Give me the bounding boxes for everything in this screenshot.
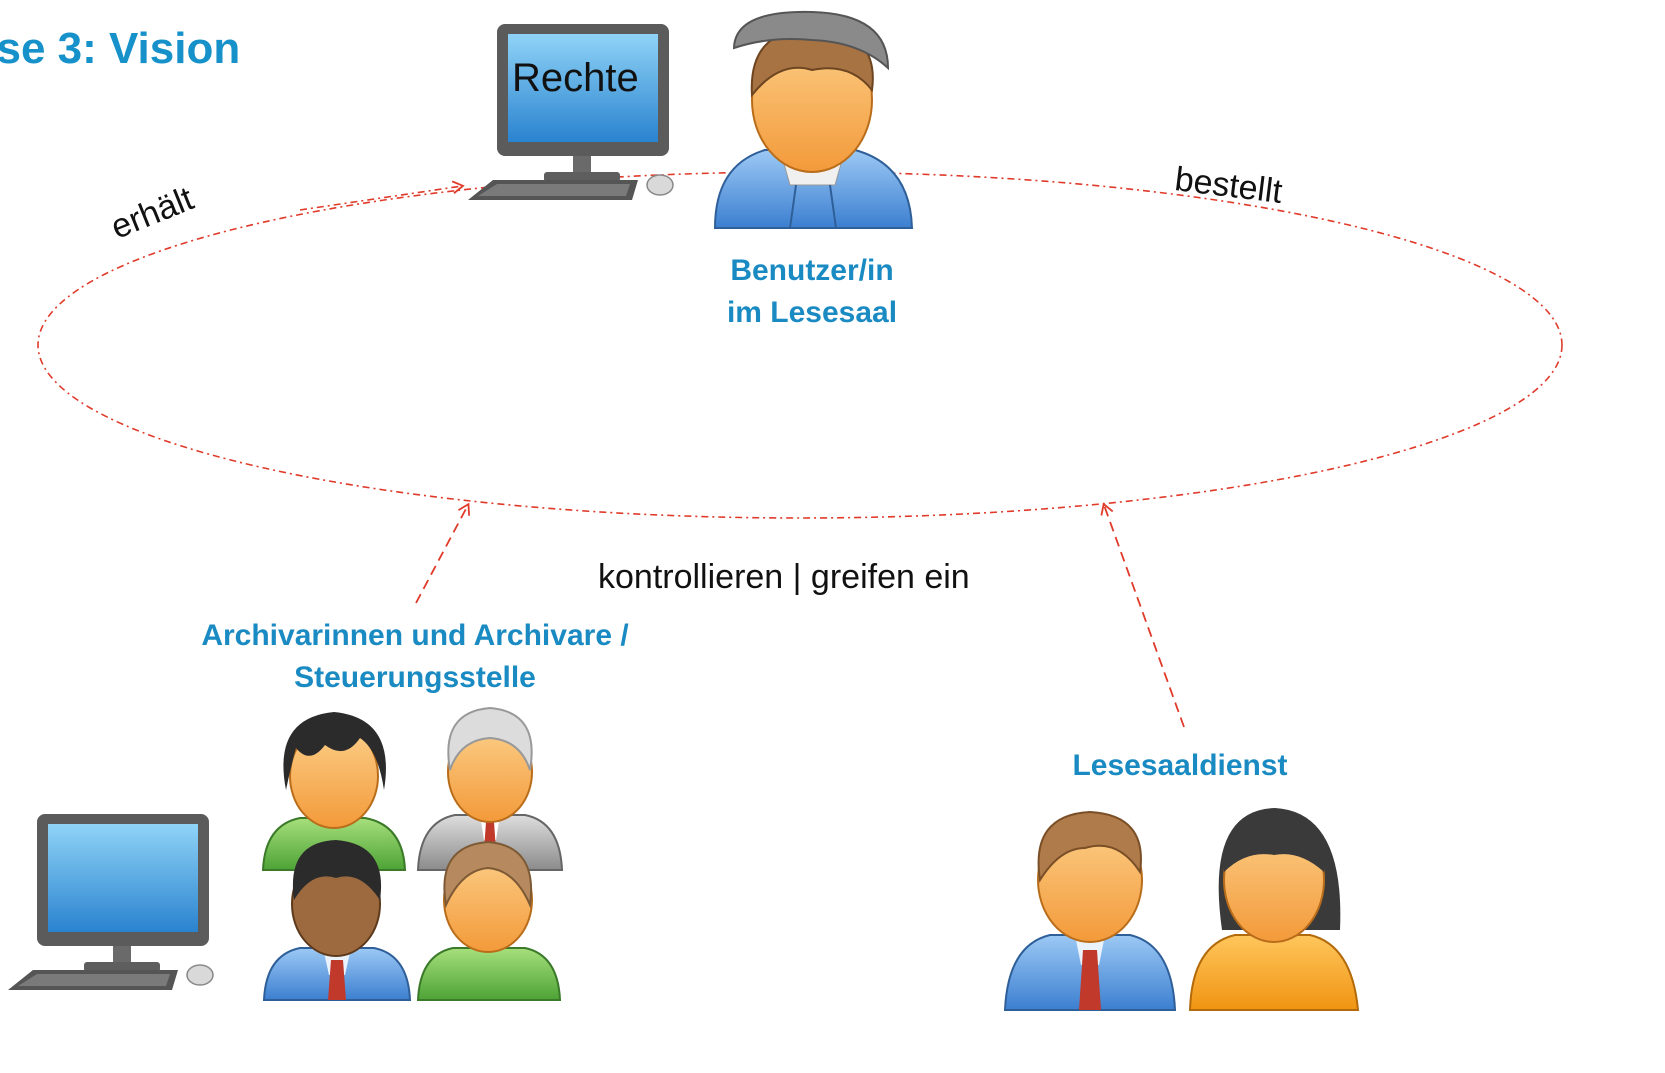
archivist-man-icon: [262, 840, 412, 1001]
service-man-icon: [1003, 810, 1177, 1011]
archivists-label-line2: Steuerungsstelle: [294, 661, 536, 694]
user-label-line1: Benutzer/in: [730, 254, 894, 287]
service-woman-icon: [1188, 808, 1360, 1011]
edge-label-control: kontrollieren | greifen ein: [598, 558, 970, 596]
rights-monitor-label: Rechte: [512, 56, 639, 100]
user-label: Benutzer/in im Lesesaal: [712, 250, 912, 334]
archivists-label-line1: Archivarinnen und Archivare /: [201, 619, 629, 652]
archivists-label: Archivarinnen und Archivare / Steuerungs…: [140, 615, 690, 699]
page-title: ase 3: Vision: [0, 24, 241, 73]
archive-computer-icon: [8, 814, 214, 990]
arrow-archivists-control: [415, 502, 470, 604]
cycle-ellipse: [37, 171, 1563, 519]
arrow-readingroom-control: [1100, 502, 1185, 728]
user-label-line2: im Lesesaal: [726, 296, 898, 329]
reading-room-service-label: Lesesaaldienst: [1072, 749, 1288, 782]
archivist-person-icon: [416, 840, 562, 1001]
arrow-to-rights: [299, 180, 465, 211]
reading-room-user-icon: [713, 10, 914, 229]
rights-computer-icon: [468, 24, 674, 200]
